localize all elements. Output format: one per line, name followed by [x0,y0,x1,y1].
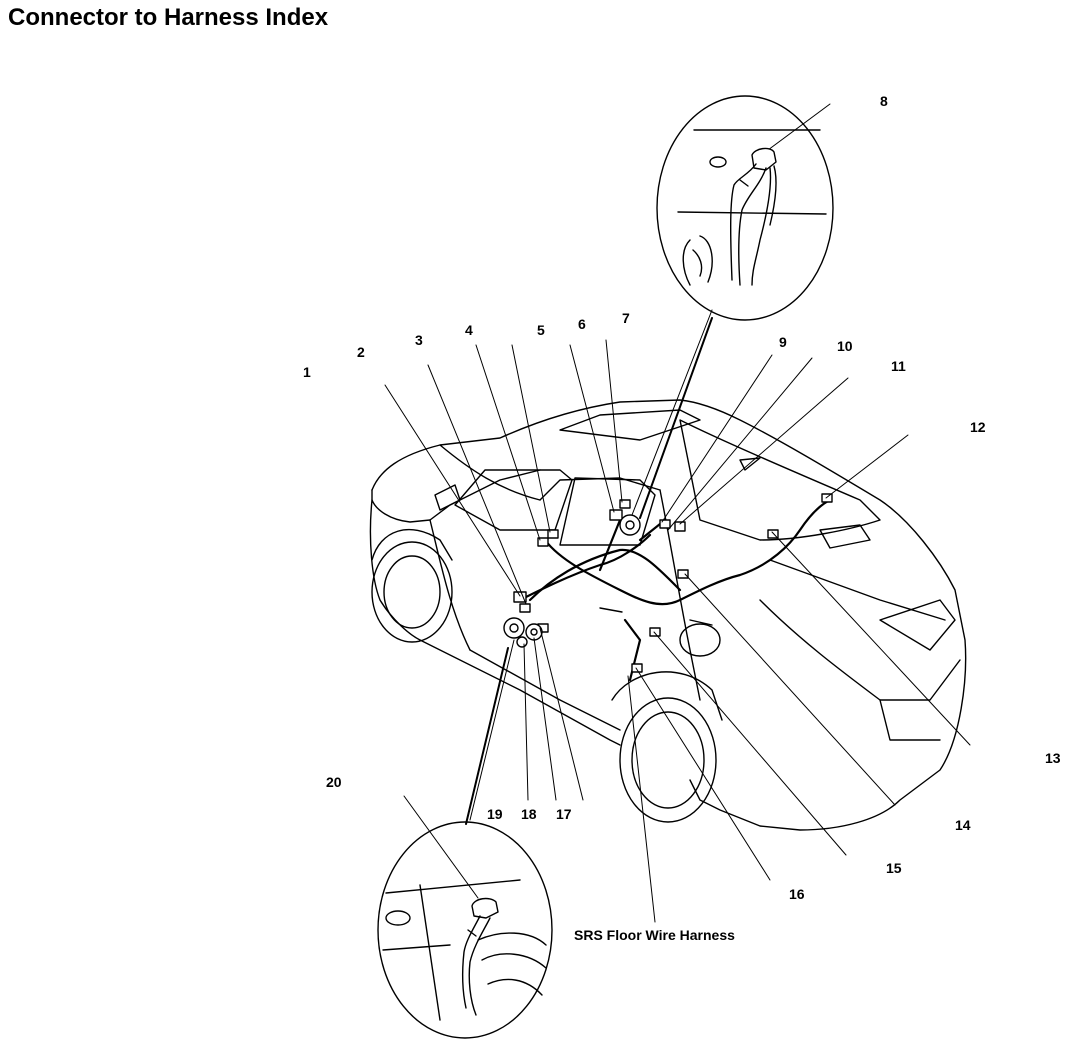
callout-7: 7 [622,310,630,326]
callout-10: 10 [837,338,853,354]
callout-1: 1 [303,364,311,380]
inset-pointers [465,317,713,825]
top-inset-detail [656,95,834,321]
callout-5: 5 [537,322,545,338]
callout-labels: 1 2 3 4 5 6 7 8 9 10 11 12 13 14 15 16 1… [303,93,1061,943]
callout-15: 15 [886,860,902,876]
front-wheel [371,529,453,643]
callout-4: 4 [465,322,473,338]
bottom-inset-detail [377,821,553,1039]
callout-6: 6 [578,316,586,332]
leader-lines [384,103,971,923]
callout-9: 9 [779,334,787,350]
rear-wheel [611,671,723,823]
callout-13: 13 [1045,750,1061,766]
car-body-outline [369,399,967,831]
callout-19: 19 [487,806,503,822]
callout-17: 17 [556,806,572,822]
callout-8: 8 [880,93,888,109]
callout-11: 11 [891,358,906,374]
callout-2: 2 [357,344,365,360]
callout-14: 14 [955,817,971,833]
callout-16: 16 [789,886,805,902]
harness-label: SRS Floor Wire Harness [574,927,735,943]
callout-18: 18 [521,806,537,822]
harness-connectors [503,493,833,673]
callout-3: 3 [415,332,423,348]
callout-12: 12 [970,419,986,435]
callout-20: 20 [326,774,342,790]
page-title: Connector to Harness Index [8,4,329,31]
